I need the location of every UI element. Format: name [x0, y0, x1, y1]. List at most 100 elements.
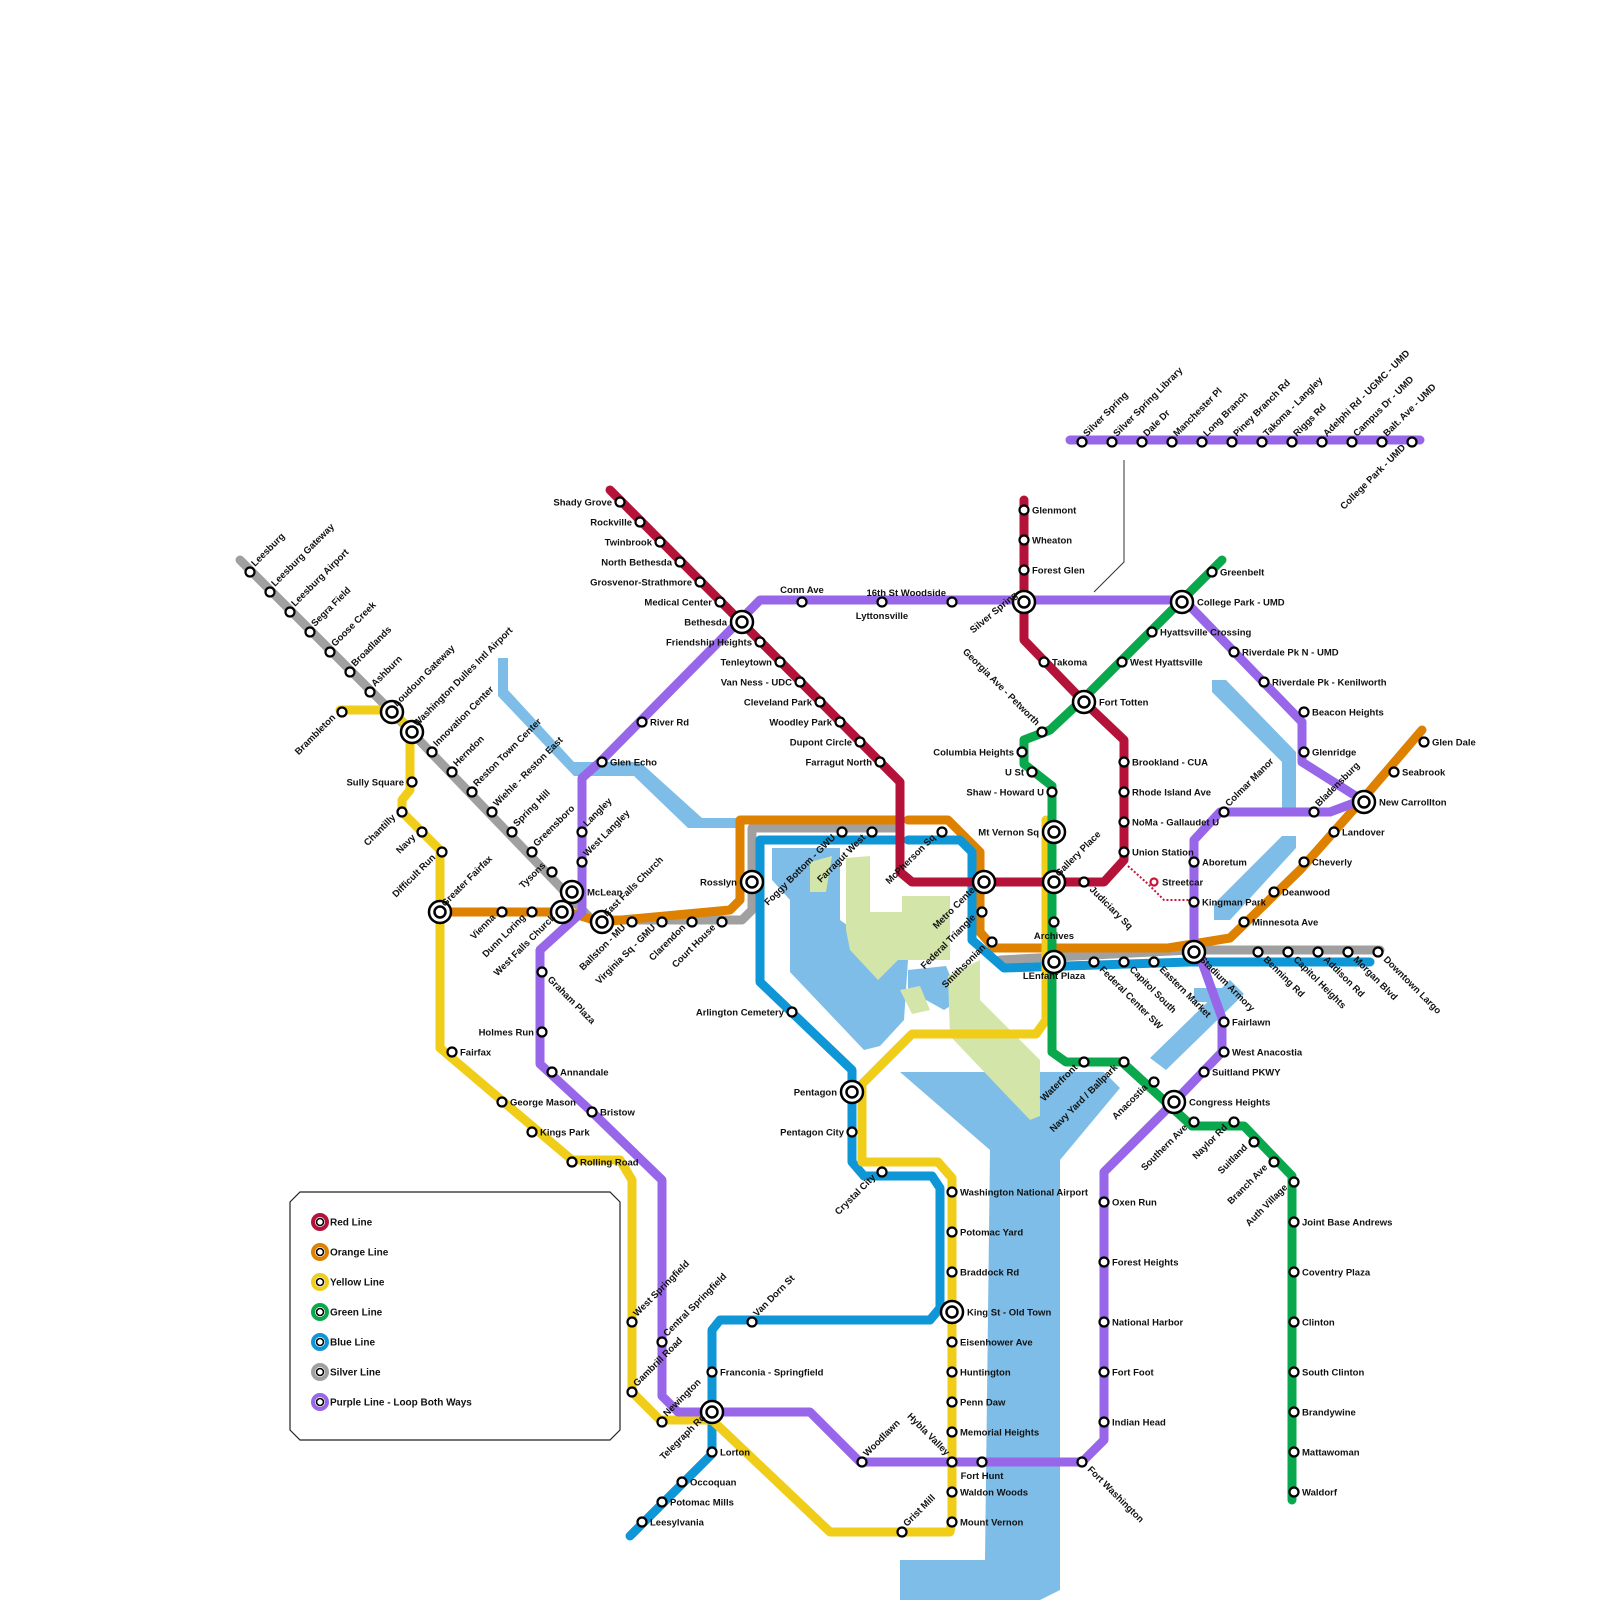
station-virginia-sq-gmu[interactable] — [656, 916, 668, 928]
station-streetcar[interactable] — [1149, 877, 1159, 887]
station-glenmont[interactable] — [1018, 504, 1030, 516]
station-greater-fairfax[interactable] — [427, 899, 453, 925]
station-anacostia[interactable] — [1148, 1076, 1160, 1088]
station-colmar-manor[interactable] — [1218, 806, 1230, 818]
station-joint-base-andrews[interactable] — [1288, 1216, 1300, 1228]
station-waldon-woods[interactable] — [946, 1486, 958, 1498]
station-southern-ave[interactable] — [1188, 1116, 1200, 1128]
station-takoma-langley[interactable] — [1256, 436, 1268, 448]
station-west-anacostia[interactable] — [1218, 1046, 1230, 1058]
station-van-dorn-st[interactable] — [746, 1316, 758, 1328]
station-landover[interactable] — [1328, 826, 1340, 838]
station-oxen-run[interactable] — [1098, 1196, 1110, 1208]
station-leesburg[interactable] — [244, 566, 256, 578]
station-ashburn[interactable] — [364, 686, 376, 698]
station-dunn-loring[interactable] — [526, 906, 538, 918]
station-georgia-ave-petworth[interactable] — [1036, 726, 1048, 738]
station-gambrill-road[interactable] — [626, 1386, 638, 1398]
station-glen-echo[interactable] — [596, 756, 608, 768]
station-difficult-run[interactable] — [436, 846, 448, 858]
station-north-bethesda[interactable] — [674, 556, 686, 568]
station-franconia-springfield[interactable] — [706, 1366, 718, 1378]
station-indian-head[interactable] — [1098, 1416, 1110, 1428]
station-forest-heights[interactable] — [1098, 1256, 1110, 1268]
station-shady-grove[interactable] — [614, 496, 626, 508]
station-eastern-market[interactable] — [1148, 956, 1160, 968]
station-addison-rd[interactable] — [1312, 946, 1324, 958]
station-broadlands[interactable] — [344, 666, 356, 678]
station-loudoun-gateway[interactable] — [379, 699, 405, 725]
station-bladensburg[interactable] — [1308, 806, 1320, 818]
station-waldorf[interactable] — [1288, 1486, 1300, 1498]
station-kings-park[interactable] — [526, 1126, 538, 1138]
station-herndon[interactable] — [446, 766, 458, 778]
station-silver-spring-library[interactable] — [1106, 436, 1118, 448]
station-potomac-mills[interactable] — [656, 1496, 668, 1508]
station-brambleton[interactable] — [336, 706, 348, 718]
station-cleveland-park[interactable] — [814, 696, 826, 708]
station-memorial-heights[interactable] — [946, 1426, 958, 1438]
station-huntington[interactable] — [946, 1366, 958, 1378]
station-rolling-road[interactable] — [566, 1156, 578, 1168]
station-college-park-umd-spur[interactable] — [1406, 436, 1418, 448]
station-woodley-park[interactable] — [834, 716, 846, 728]
station-woodlawn[interactable] — [856, 1456, 868, 1468]
station-king-st-old-town[interactable] — [939, 1299, 965, 1325]
station-campus-dr-umd[interactable] — [1346, 436, 1358, 448]
station-capitol-south[interactable] — [1118, 956, 1130, 968]
station-aboretum[interactable] — [1188, 856, 1200, 868]
station-balt-ave-umd[interactable] — [1376, 436, 1388, 448]
station-segra-field[interactable] — [304, 626, 316, 638]
station-branch-ave[interactable] — [1268, 1156, 1280, 1168]
station-metro-center[interactable] — [971, 869, 997, 895]
station-holmes-run[interactable] — [536, 1026, 548, 1038]
station-newington[interactable] — [656, 1416, 668, 1428]
station-glenridge[interactable] — [1298, 746, 1310, 758]
station-farragut-west[interactable] — [866, 826, 878, 838]
station-auth-village[interactable] — [1288, 1176, 1300, 1188]
station-friendship-heights[interactable] — [754, 636, 766, 648]
station-benning-rd[interactable] — [1252, 946, 1264, 958]
station-rockville[interactable] — [634, 516, 646, 528]
station-mt-vernon-sq[interactable] — [1041, 819, 1067, 845]
station-suitland[interactable] — [1248, 1136, 1260, 1148]
station-adelphi-rd-ugmc-umd[interactable] — [1316, 436, 1328, 448]
station-george-mason[interactable] — [496, 1096, 508, 1108]
station-tenleytown[interactable] — [774, 656, 786, 668]
station-fairfax[interactable] — [446, 1046, 458, 1058]
station-smithsonian[interactable] — [986, 936, 998, 948]
station-pentagon[interactable] — [839, 1079, 865, 1105]
station-potomac-yard[interactable] — [946, 1226, 958, 1238]
station-silver-spring-spur[interactable] — [1076, 436, 1088, 448]
station-fort-foot[interactable] — [1098, 1366, 1110, 1378]
station-chantilly[interactable] — [396, 806, 408, 818]
station-manchester-pl[interactable] — [1166, 436, 1178, 448]
station-washington-national-airport[interactable] — [946, 1186, 958, 1198]
station-spring-hill[interactable] — [506, 826, 518, 838]
station-leesylvania[interactable] — [636, 1516, 648, 1528]
station-shaw-howard-u[interactable] — [1046, 786, 1058, 798]
station-union-station[interactable] — [1118, 846, 1130, 858]
station-bristow[interactable] — [586, 1106, 598, 1118]
station-sully-square[interactable] — [406, 776, 418, 788]
station-west-langley[interactable] — [576, 856, 588, 868]
station-west-falls-church[interactable] — [549, 899, 575, 925]
station-silver-spring[interactable] — [1011, 589, 1037, 615]
station-navy[interactable] — [416, 826, 428, 838]
station-lorton[interactable] — [706, 1446, 718, 1458]
station-vienna[interactable] — [496, 906, 508, 918]
station-long-branch[interactable] — [1196, 436, 1208, 448]
station-noma-gallaudet-u[interactable] — [1118, 816, 1130, 828]
station-ballston-mu[interactable] — [626, 916, 638, 928]
station-east-falls-church[interactable] — [589, 909, 615, 935]
station-pentagon-city[interactable] — [846, 1126, 858, 1138]
station-navy-yard-ballpark[interactable] — [1118, 1056, 1130, 1068]
station-langley[interactable] — [576, 826, 588, 838]
station-farragut-north[interactable] — [874, 756, 886, 768]
station-riggs-rd[interactable] — [1286, 436, 1298, 448]
station-college-park-umd[interactable] — [1169, 589, 1195, 615]
station-court-house[interactable] — [716, 916, 728, 928]
station-conn-ave[interactable] — [796, 596, 808, 608]
station-goose-creek[interactable] — [324, 646, 336, 658]
station-rhode-island-ave[interactable] — [1118, 786, 1130, 798]
